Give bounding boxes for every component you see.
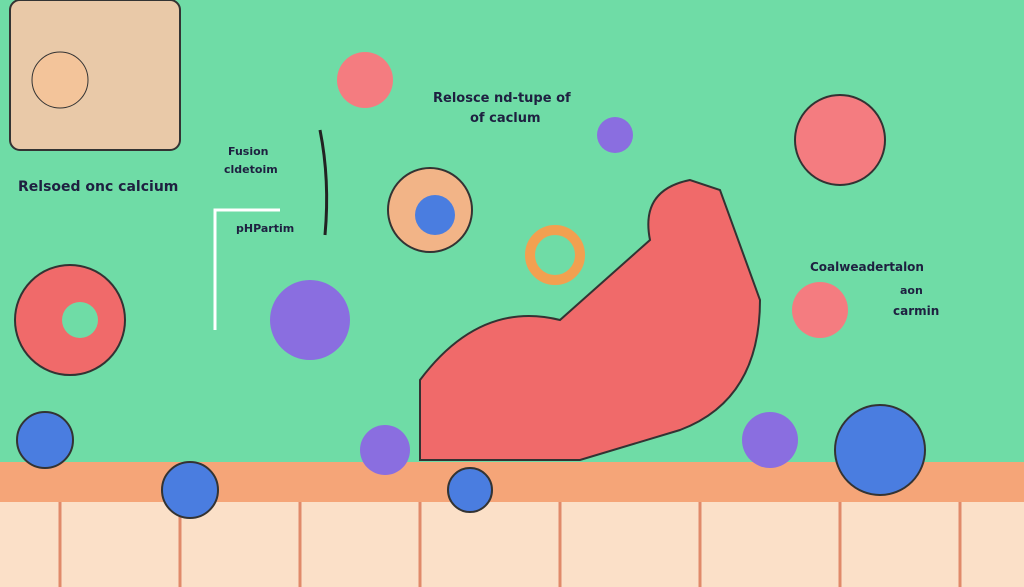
label-fusion-line1: Fusion	[228, 145, 269, 158]
label-right-line1: Coalweadertalon	[810, 260, 924, 274]
label-release-line2: of caclum	[470, 111, 541, 126]
muscle-stack-panel	[9, 0, 181, 151]
label-released-calcium: Relsoed onc calcium	[18, 179, 179, 195]
red-sphere	[792, 282, 848, 338]
red-sphere	[337, 52, 393, 108]
vesicle	[834, 404, 926, 496]
arrow	[213, 208, 280, 330]
flexed-arm	[419, 178, 762, 461]
nucleus	[415, 195, 455, 235]
vesicle	[16, 411, 74, 469]
vesicle	[161, 461, 219, 519]
figure-head	[31, 51, 89, 109]
label-right-line3: carmin	[893, 304, 940, 318]
protein-cluster	[742, 412, 798, 468]
gear-icon	[525, 225, 585, 285]
label-phrase: pHPartim	[236, 222, 295, 235]
protein-cluster	[270, 280, 350, 360]
protein-cluster	[597, 117, 633, 153]
label-fusion-line2: cldetoim	[224, 163, 278, 176]
vesicle	[447, 467, 493, 513]
cell-circle	[794, 94, 886, 186]
label-release-line1: Relosce nd-tupe of	[433, 91, 571, 106]
protein-cluster	[360, 425, 410, 475]
tissue-layer	[0, 502, 1024, 587]
arrow	[318, 129, 329, 236]
label-right-line2: aon	[900, 284, 923, 297]
